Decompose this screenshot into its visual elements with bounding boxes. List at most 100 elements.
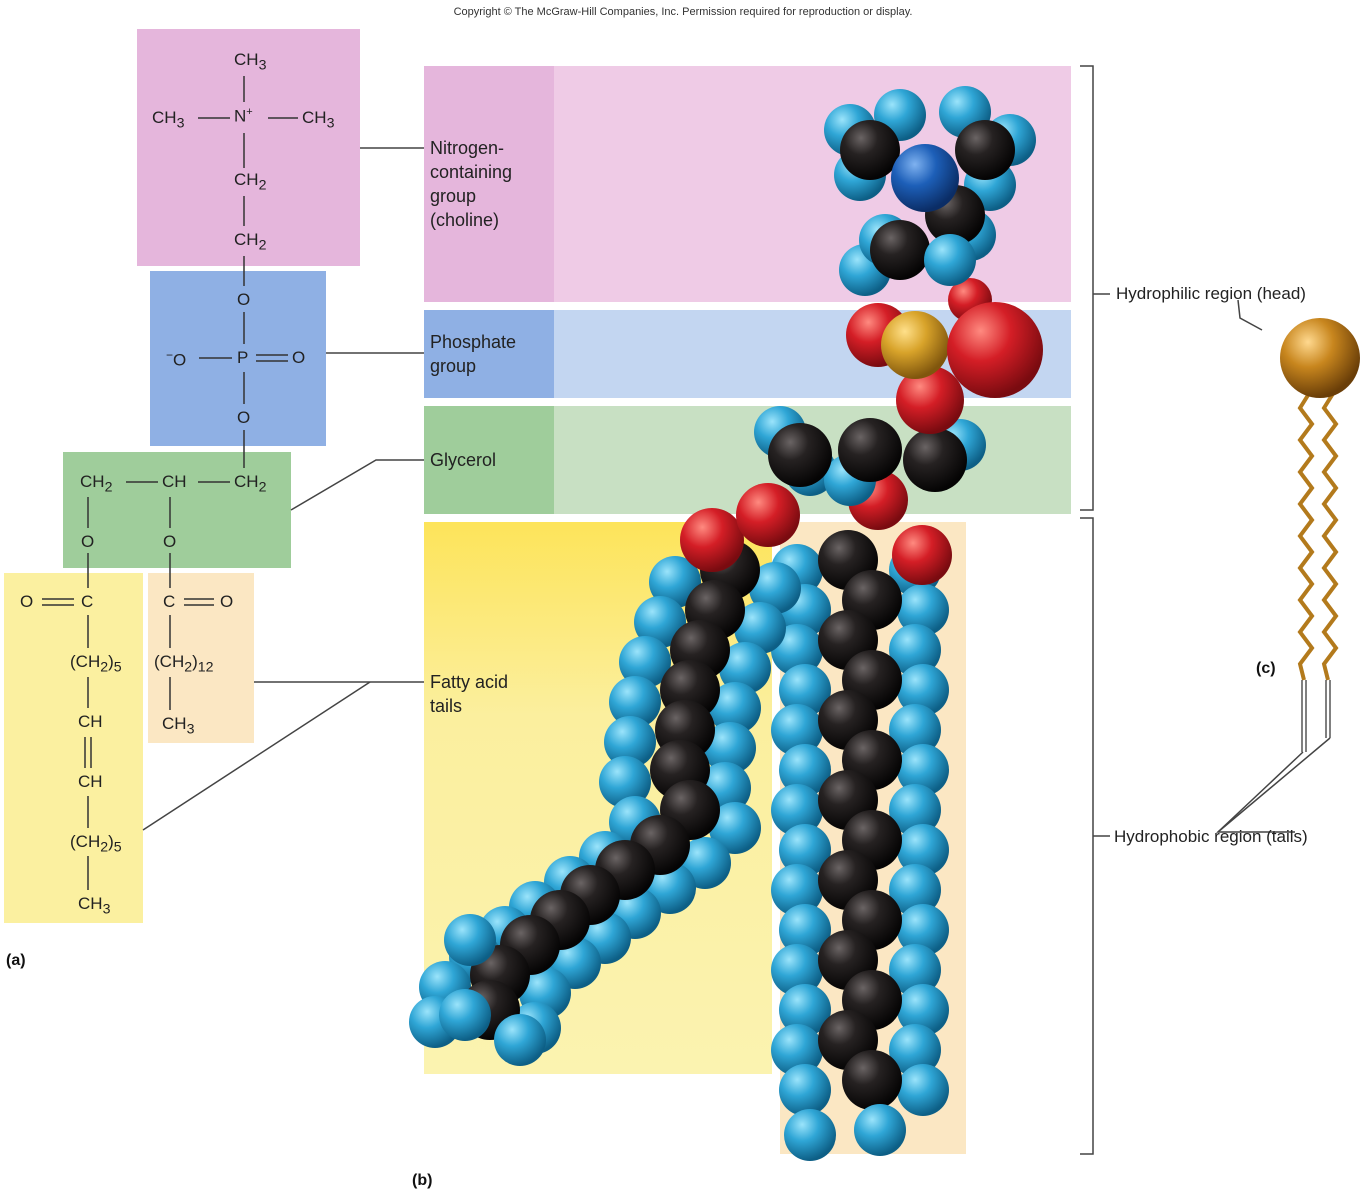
- carbon-atom: [903, 428, 967, 492]
- formula-carbonyl-o-left: O: [20, 592, 34, 611]
- formula-ch-b: CH: [78, 772, 103, 791]
- carbon-atom: [768, 423, 832, 487]
- choline-band-dark: [424, 66, 554, 302]
- formula-ch-a: CH: [78, 712, 103, 731]
- panel-label-a: (a): [6, 952, 26, 969]
- formula-glycerol-ch2-right: CH2: [234, 472, 267, 496]
- hydrogen-atom: [889, 784, 941, 836]
- formula-ch2-2: CH2: [234, 230, 267, 254]
- hydrogen-atom: [779, 744, 831, 796]
- formula-ch2-1: CH2: [234, 170, 267, 194]
- formula-o-double: O: [292, 348, 306, 367]
- hydrogen-atom: [779, 984, 831, 1036]
- tail-box-left: [4, 573, 143, 923]
- hydrogen-atom: [439, 989, 491, 1041]
- glycerol-band-dark: [424, 406, 554, 514]
- hydrogen-atom: [634, 596, 686, 648]
- hydrogen-atom: [889, 624, 941, 676]
- hydrogen-atom: [897, 744, 949, 796]
- oxygen-atom: [736, 483, 800, 547]
- formula-ester-o-right: O: [163, 532, 177, 551]
- carbon-atom: [840, 120, 900, 180]
- hydrogen-atom: [779, 824, 831, 876]
- formula-o-1: O: [237, 290, 251, 309]
- space-filling-model: [409, 86, 1043, 1161]
- label-phosphate: Phosphate group: [430, 332, 517, 376]
- formula-glycerol-ch: CH: [162, 472, 187, 491]
- simple-model: [1280, 318, 1360, 752]
- choline-box: [137, 29, 360, 266]
- oxygen-atom: [947, 302, 1043, 398]
- hydrogen-atom: [897, 664, 949, 716]
- hydrogen-atom: [749, 562, 801, 614]
- formula-o-minus: −O: [166, 348, 187, 370]
- hydrogen-atom: [619, 636, 671, 688]
- phosphorus-atom: [881, 311, 949, 379]
- formula-ch3-left: CH3: [152, 108, 185, 132]
- carbon-atom: [842, 1050, 902, 1110]
- formula-ch2-5-a: (CH2)5: [70, 652, 122, 676]
- formula-ch2-5-b: (CH2)5: [70, 832, 122, 856]
- brackets: [1080, 65, 1110, 1155]
- label-fatty-acid: Fatty acid tails: [430, 672, 509, 716]
- hydrogen-atom: [779, 904, 831, 956]
- label-glycerol: Glycerol: [430, 450, 497, 470]
- formula-carbonyl-c-left: C: [81, 592, 94, 611]
- hydrogen-atom: [897, 984, 949, 1036]
- hydrogen-atom: [779, 664, 831, 716]
- formula-ch3-top: CH3: [234, 50, 267, 74]
- formula-ch3-tail-left: CH3: [78, 894, 111, 918]
- hydrogen-atom: [494, 1014, 546, 1066]
- hydrogen-atom: [709, 802, 761, 854]
- hydrophilic-head-ball: [1280, 318, 1360, 398]
- oxygen-atom: [896, 366, 964, 434]
- hydrogen-atom: [704, 722, 756, 774]
- hydrogen-atom: [771, 784, 823, 836]
- hydrogen-atom: [771, 944, 823, 996]
- hydrogen-atom: [889, 1024, 941, 1076]
- hydrogen-atom: [889, 864, 941, 916]
- hydrogen-atom: [719, 642, 771, 694]
- hydrogen-atom: [771, 704, 823, 756]
- tail-zigzag-left: [1297, 390, 1315, 681]
- formula-glycerol-ch2-left: CH2: [80, 472, 113, 496]
- hydrogen-atom: [771, 864, 823, 916]
- leader-lines: [142, 147, 1331, 833]
- label-hydrophilic: Hydrophilic region (head): [1116, 284, 1306, 303]
- hydrogen-atom: [897, 584, 949, 636]
- hydrogen-atom: [897, 904, 949, 956]
- hydrogen-atom: [854, 1104, 906, 1156]
- tail-zigzag-right: [1321, 390, 1339, 681]
- phosphate-box: [150, 271, 326, 446]
- formula-carbonyl-c-right: C: [163, 592, 176, 611]
- hydrogen-atom: [889, 944, 941, 996]
- carbon-atom: [838, 418, 902, 482]
- hydrogen-atom: [599, 756, 651, 808]
- tail-box-right: [148, 573, 254, 743]
- hydrogen-atom: [889, 704, 941, 756]
- formula-o-2: O: [237, 408, 251, 427]
- carbon-atom: [870, 220, 930, 280]
- copyright-notice: Copyright © The McGraw-Hill Companies, I…: [453, 6, 913, 18]
- hydrogen-atom: [444, 914, 496, 966]
- formula-bonds: [42, 76, 298, 890]
- hydrogen-atom: [609, 676, 661, 728]
- formula-ch2-12: (CH2)12: [154, 652, 214, 676]
- glycerol-box: [63, 452, 291, 568]
- formula-ch3-right: CH3: [302, 108, 335, 132]
- nitrogen-atom: [891, 144, 959, 212]
- formula-p: P: [237, 348, 249, 367]
- panel-label-b: (b): [412, 1172, 433, 1189]
- hydrogen-atom: [897, 824, 949, 876]
- formula-n-plus: N+: [234, 106, 253, 126]
- carbon-atom: [955, 120, 1015, 180]
- formula-ester-o-left: O: [81, 532, 95, 551]
- formula-ch3-tail-right: CH3: [162, 714, 195, 738]
- hydrogen-atom: [734, 602, 786, 654]
- panel-label-c: (c): [1256, 660, 1276, 677]
- hydrogen-atom: [779, 1064, 831, 1116]
- hydrogen-atom: [771, 1024, 823, 1076]
- label-choline: Nitrogen- containing group (choline): [430, 138, 513, 230]
- hydrogen-atom: [897, 1064, 949, 1116]
- oxygen-atom: [892, 525, 952, 585]
